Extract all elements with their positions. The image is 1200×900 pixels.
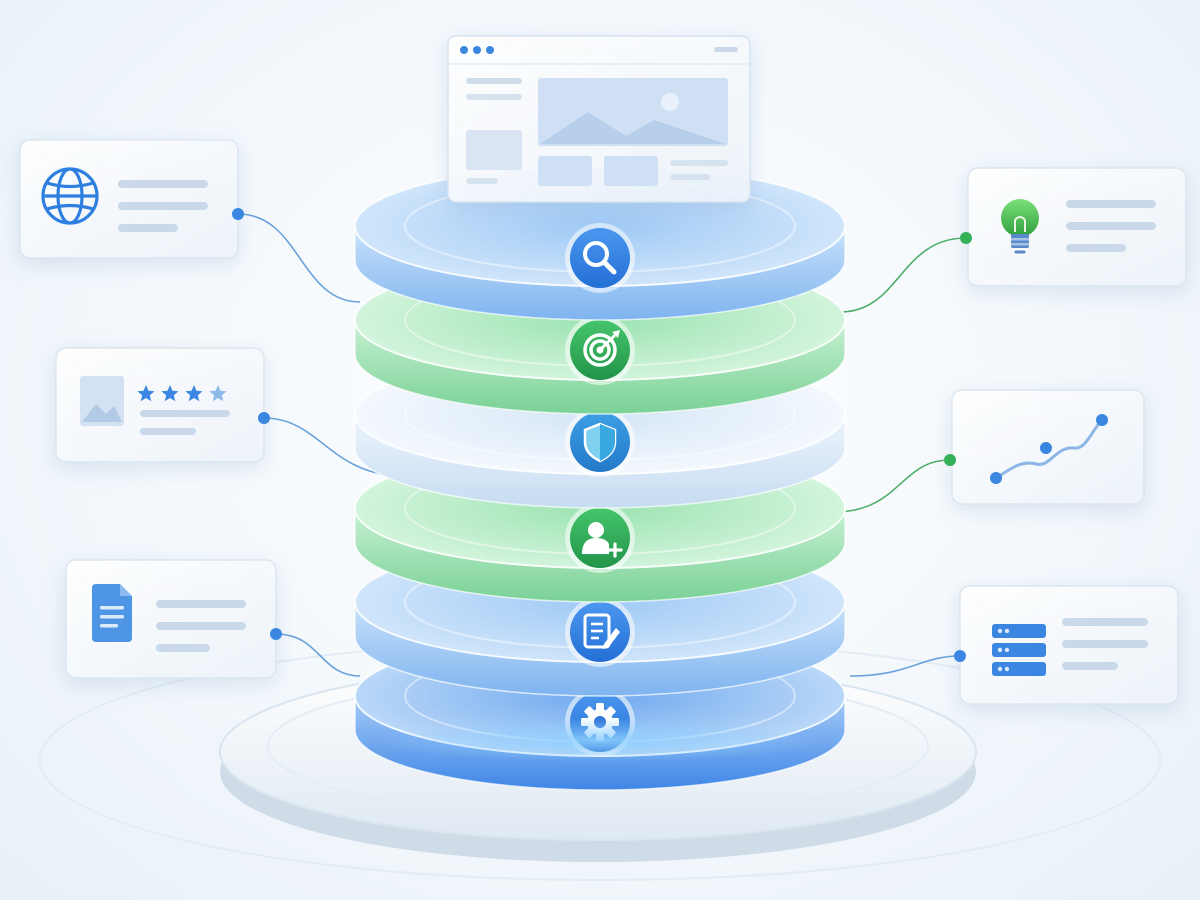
edit-document-badge[interactable] — [565, 597, 635, 667]
target-badge[interactable] — [565, 315, 635, 385]
rating-stars — [137, 385, 227, 402]
star-icon — [209, 385, 227, 402]
shield-icon — [583, 422, 617, 463]
search-icon — [583, 241, 617, 275]
card-right-middle[interactable] — [951, 389, 1145, 505]
card-right-bottom[interactable] — [959, 585, 1179, 705]
card-left-bottom[interactable] — [65, 559, 277, 679]
add-user-icon — [582, 522, 623, 558]
connector-dot — [954, 650, 966, 662]
star-icon — [185, 385, 203, 402]
star-icon — [161, 385, 179, 402]
target-icon — [583, 330, 620, 367]
card-left-middle[interactable] — [55, 347, 265, 463]
globe-icon — [41, 167, 99, 225]
connector-dot — [270, 628, 282, 640]
card-left-top[interactable] — [19, 139, 239, 259]
connector-dot — [232, 208, 244, 220]
top-browser-card[interactable] — [447, 35, 751, 203]
star-icon — [137, 385, 155, 402]
trend-line-icon — [990, 414, 1108, 484]
shield-badge[interactable] — [565, 407, 635, 477]
document-icon — [92, 584, 132, 642]
edit-document-icon — [583, 613, 620, 649]
image-placeholder-icon — [538, 78, 728, 146]
server-icon — [992, 624, 1046, 676]
search-badge[interactable] — [565, 223, 635, 293]
image-thumbnail-icon — [80, 376, 124, 426]
stack-layers — [354, 165, 846, 791]
add-user-badge[interactable] — [565, 503, 635, 573]
lightbulb-icon — [1001, 199, 1039, 254]
window-dots — [460, 46, 494, 54]
connector-dot — [258, 412, 270, 424]
connector-dot — [944, 454, 956, 466]
card-right-top[interactable] — [967, 167, 1187, 287]
connector-dot — [960, 232, 972, 244]
base-glow — [380, 718, 820, 762]
